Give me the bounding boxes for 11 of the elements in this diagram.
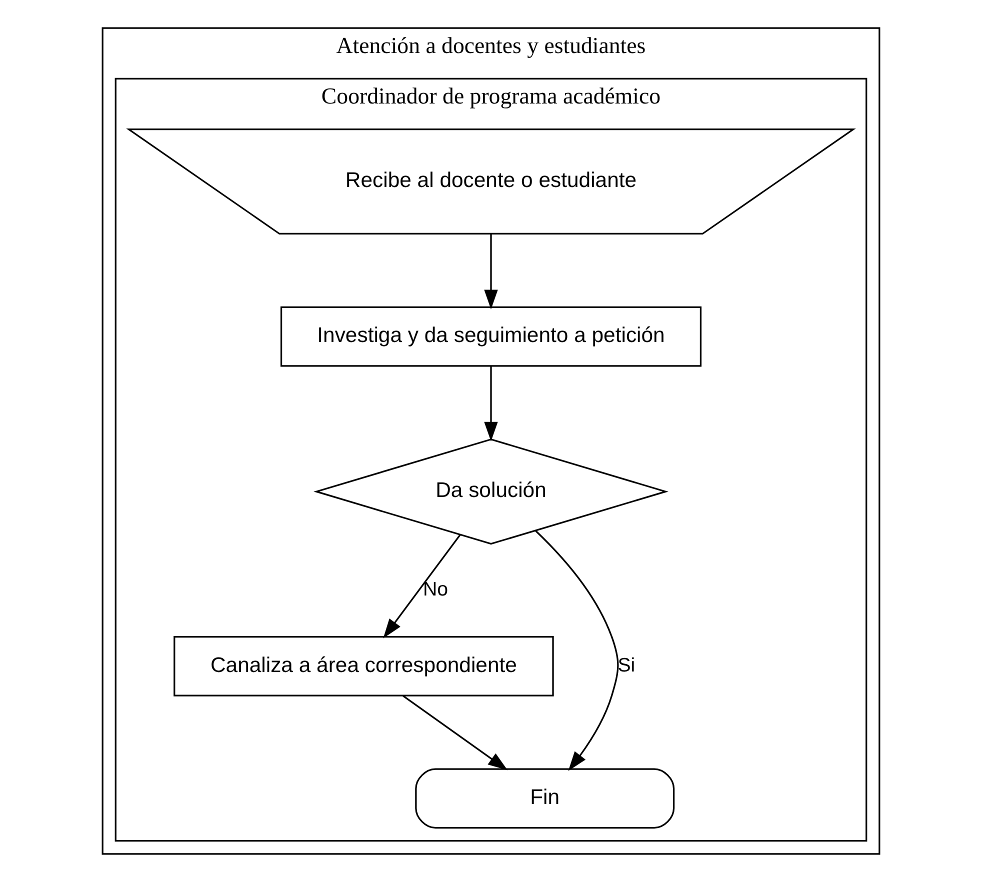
node-box: Canaliza a área correspondiente (173, 636, 554, 696)
edge-label: Si (617, 654, 635, 676)
node-diamond: Da solución (313, 438, 668, 545)
node-box: Fin (414, 768, 674, 829)
edge-label: No (422, 578, 448, 600)
arrow (382, 534, 460, 638)
arrow (402, 695, 508, 770)
arrow (484, 234, 498, 310)
node-box: Investiga y da seguimiento a petición (280, 306, 702, 367)
arrow (484, 366, 498, 442)
arrow (534, 530, 618, 771)
